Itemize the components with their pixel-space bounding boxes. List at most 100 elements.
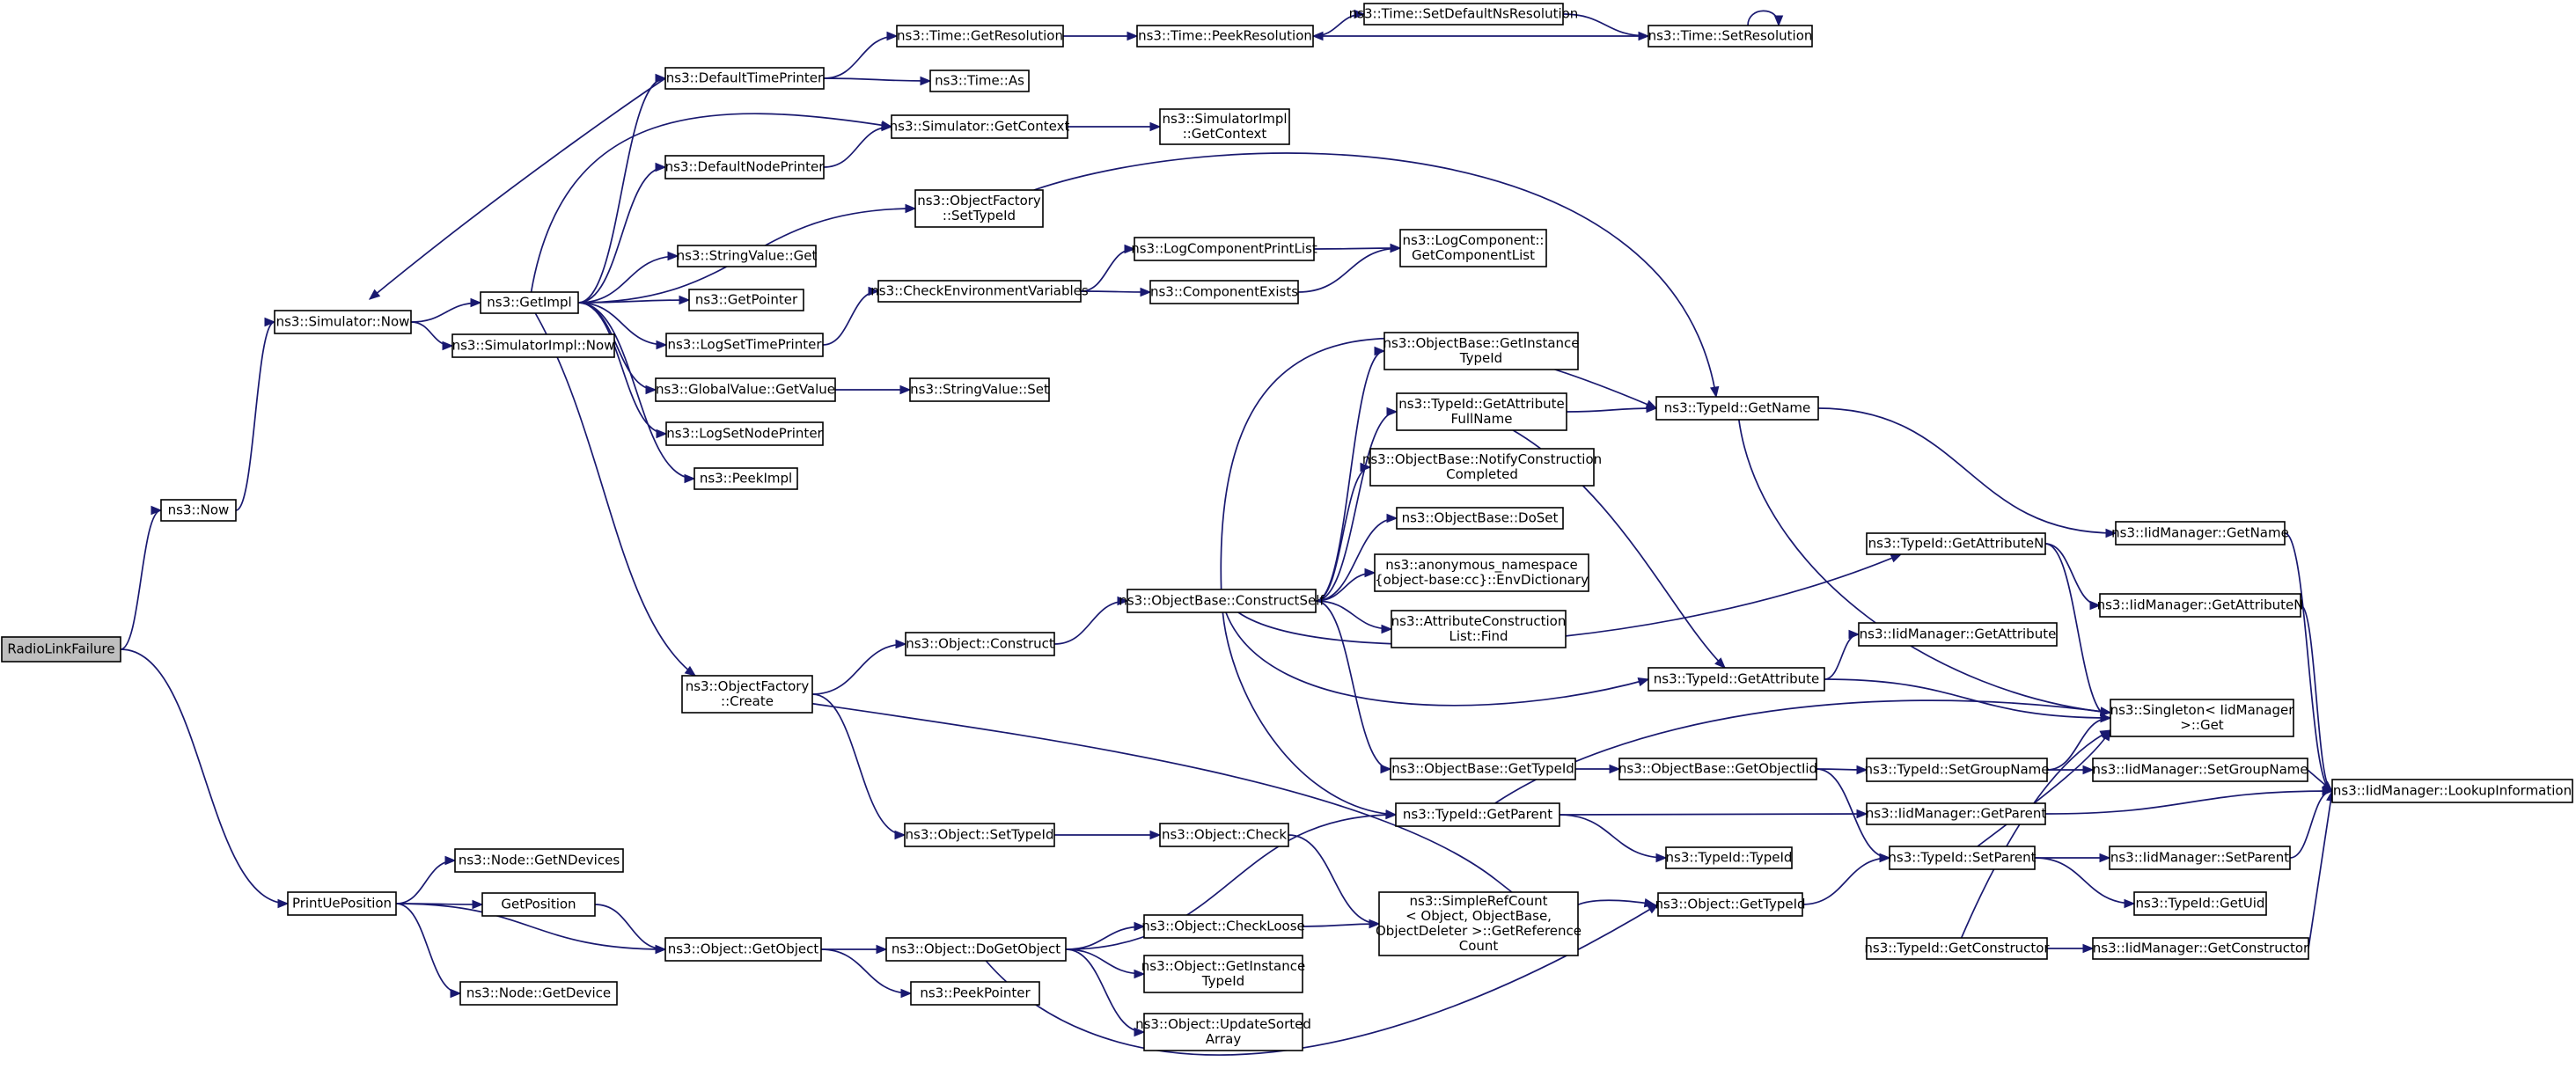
graph-node-iidsetgroupname[interactable]: ns3::IidManager::SetGroupName xyxy=(2092,758,2308,782)
graph-node-logsettimeprinter[interactable]: ns3::LogSetTimePrinter xyxy=(665,333,824,357)
graph-edge-line xyxy=(1817,407,2117,534)
graph-node-singletonget[interactable]: ns3::Singleton< IidManager>::Get xyxy=(2110,699,2295,737)
graph-node-objconstruct[interactable]: ns3::Object::Construct xyxy=(905,632,1055,656)
graph-node-box xyxy=(451,333,615,358)
graph-node-objcheck[interactable]: ns3::Object::Check xyxy=(1159,823,1289,847)
graph-node-simnow[interactable]: ns3::Simulator::Now xyxy=(274,310,412,334)
graph-edge-arrowhead xyxy=(920,76,932,86)
graph-node-objdogetobject[interactable]: ns3::Object::DoGetObject xyxy=(885,937,1067,962)
graph-node-defnodeprinter[interactable]: ns3::DefaultNodePrinter xyxy=(664,155,826,179)
graph-node-simimplgetctx[interactable]: ns3::SimulatorImpl::GetContext xyxy=(1159,108,1290,145)
graph-node-tidgetattribute[interactable]: ns3::TypeId::GetAttribute xyxy=(1648,667,1825,692)
graph-node-logsetnodeprinter[interactable]: ns3::LogSetNodePrinter xyxy=(665,421,824,446)
graph-edge-tidgetattrn-to-iidgetattrn xyxy=(2044,543,2102,611)
graph-node-tidsetparent[interactable]: ns3::TypeId::SetParent xyxy=(1888,846,2037,870)
call-graph-nodes: RadioLinkFailurens3::NowPrintUePositionn… xyxy=(1,3,2573,1051)
graph-node-tidtypeid[interactable]: ns3::TypeId::TypeId xyxy=(1665,846,1793,869)
graph-node-box xyxy=(1655,396,1819,421)
graph-edge-iidgetparent-to-iidlookup xyxy=(2044,786,2334,815)
graph-node-tidgetconstructor[interactable]: ns3::TypeId::GetConstructor xyxy=(1864,937,2050,960)
graph-node-timesetdefns[interactable]: ns3::Time::SetDefaultNsResolution xyxy=(1349,3,1579,26)
graph-node-ofcreate[interactable]: ns3::ObjectFactory::Create xyxy=(681,675,813,714)
graph-node-compexists[interactable]: ns3::ComponentExists xyxy=(1149,280,1299,304)
graph-node-nodegetndevices[interactable]: ns3::Node::GetNDevices xyxy=(454,848,624,873)
graph-node-peekimpl[interactable]: ns3::PeekImpl xyxy=(694,467,798,490)
graph-node-box xyxy=(891,114,1068,139)
graph-node-deftimeprinter[interactable]: ns3::DefaultTimePrinter xyxy=(664,67,825,90)
graph-node-anonenvdict[interactable]: ns3::anonymous_namespace{object-base:cc}… xyxy=(1374,553,1589,592)
graph-node-globalvalueget[interactable]: ns3::GlobalValue::GetValue xyxy=(655,377,836,402)
graph-node-logcompprintlist[interactable]: ns3::LogComponentPrintList xyxy=(1131,237,1317,261)
graph-node-printue[interactable]: PrintUePosition xyxy=(287,891,397,916)
graph-node-label: ns3::ObjectBase::GetInstance xyxy=(1383,335,1580,351)
graph-node-timegetres[interactable]: ns3::Time::GetResolution xyxy=(896,25,1064,48)
graph-node-getimpl[interactable]: ns3::GetImpl xyxy=(480,291,579,314)
graph-node-simgetctx[interactable]: ns3::Simulator::GetContext xyxy=(890,114,1070,139)
graph-edge-arrowhead xyxy=(1856,809,1868,819)
graph-node-box xyxy=(877,280,1082,303)
graph-node-label: ::Create xyxy=(721,693,774,709)
graph-node-iidgetconstructor[interactable]: ns3::IidManager::GetConstructor xyxy=(2092,937,2309,960)
graph-node-logcompgetlist[interactable]: ns3::LogComponent::GetComponentList xyxy=(1399,229,1547,267)
graph-node-iidgetname[interactable]: ns3::IidManager::GetName xyxy=(2111,521,2289,546)
graph-edge-tidgetconstructor-to-singletonget xyxy=(1960,729,2112,939)
graph-edge-arrowhead xyxy=(1134,969,1146,979)
graph-node-iidgetparent[interactable]: ns3::IidManager::GetParent xyxy=(1866,802,2047,825)
graph-node-iidlookup[interactable]: ns3::IidManager::LookupInformation xyxy=(2331,779,2573,803)
graph-node-obgetobjectiid[interactable]: ns3::ObjectBase::GetObjectIid xyxy=(1618,758,1817,780)
graph-edge-arrowhead xyxy=(684,665,697,677)
graph-node-tidgetname[interactable]: ns3::TypeId::GetName xyxy=(1655,396,1819,421)
graph-node-obconstructself[interactable]: ns3::ObjectBase::ConstructSelf xyxy=(1119,589,1325,613)
graph-node-box xyxy=(1618,758,1817,780)
graph-node-iidsetparent[interactable]: ns3::IidManager::SetParent xyxy=(2109,846,2291,870)
graph-node-simimplnow[interactable]: ns3::SimulatorImpl::Now xyxy=(451,333,615,358)
graph-node-nodegetdevice[interactable]: ns3::Node::GetDevice xyxy=(459,981,618,1006)
graph-node-obgettypeid[interactable]: ns3::ObjectBase::GetTypeId xyxy=(1390,758,1576,780)
graph-node-checkenv[interactable]: ns3::CheckEnvironmentVariables xyxy=(870,280,1089,303)
graph-node-iidgetattrn[interactable]: ns3::IidManager::GetAttributeN xyxy=(2097,593,2304,618)
graph-node-box xyxy=(1858,622,2058,647)
graph-edge-arrowhead xyxy=(1390,243,1402,253)
graph-node-ofsettypeid[interactable]: ns3::ObjectFactory::SetTypeId xyxy=(914,189,1044,228)
graph-node-stringvalueget[interactable]: ns3::StringValue::Get xyxy=(677,245,818,267)
graph-node-objgettypeid[interactable]: ns3::Object::GetTypeId xyxy=(1655,892,1806,917)
graph-node-obnotify[interactable]: ns3::ObjectBase::NotifyConstructionCompl… xyxy=(1362,448,1602,487)
graph-edge-getimpl-to-getpointer xyxy=(577,295,691,305)
graph-node-box xyxy=(1136,25,1314,48)
graph-node-objsettypeid[interactable]: ns3::Object::SetTypeId xyxy=(904,823,1055,847)
graph-node-timepeekres[interactable]: ns3::Time::PeekResolution xyxy=(1136,25,1314,48)
graph-node-label: ns3::GetPointer xyxy=(695,292,798,308)
graph-edge-arrowhead xyxy=(1149,830,1162,840)
graph-node-timeas[interactable]: ns3::Time::As xyxy=(929,70,1030,92)
graph-node-box xyxy=(1395,802,1560,827)
graph-node-tidgetuid[interactable]: ns3::TypeId::GetUid xyxy=(2133,891,2267,916)
graph-edge-obconstructself-to-tidgetattribute xyxy=(1225,611,1650,707)
graph-node-peekpointer[interactable]: ns3::PeekPointer xyxy=(910,981,1040,1006)
graph-node-tidsetgroupname[interactable]: ns3::TypeId::SetGroupName xyxy=(1864,758,2050,782)
graph-node-tidgetattrn[interactable]: ns3::TypeId::GetAttributeN xyxy=(1866,532,2046,555)
graph-node-objgetobject[interactable]: ns3::Object::GetObject xyxy=(664,937,822,962)
graph-edge-simnow-to-simimplnow xyxy=(410,321,454,351)
graph-edge-objconstruct-to-obconstructself xyxy=(1053,596,1129,645)
graph-node-iidgetattribute[interactable]: ns3::IidManager::GetAttribute xyxy=(1858,622,2058,647)
graph-node-label: TypeId xyxy=(1459,350,1502,366)
graph-edge-line xyxy=(1824,633,1860,680)
graph-edge-getimpl-to-defnodeprinter xyxy=(577,162,667,304)
graph-node-getposition[interactable]: GetPosition xyxy=(481,892,596,917)
graph-node-objcheckloose[interactable]: ns3::Object::CheckLoose xyxy=(1141,914,1305,939)
graph-edge-objcheckloose-to-simplerefcount xyxy=(1302,919,1381,929)
graph-node-simplerefcount[interactable]: ns3::SimpleRefCount< Object, ObjectBase,… xyxy=(1376,891,1582,956)
graph-node-getpointer[interactable]: ns3::GetPointer xyxy=(688,289,804,311)
graph-node-obdoset[interactable]: ns3::ObjectBase::DoSet xyxy=(1396,507,1564,530)
graph-node-timesetres[interactable]: ns3::Time::SetResolution xyxy=(1648,25,1813,48)
graph-edge-arrowhead xyxy=(1117,596,1129,606)
graph-node-stringvalueset[interactable]: ns3::StringValue::Set xyxy=(909,377,1050,402)
graph-node-now[interactable]: ns3::Now xyxy=(160,499,237,522)
graph-node-tidgetparent[interactable]: ns3::TypeId::GetParent xyxy=(1395,802,1560,827)
graph-node-root[interactable]: RadioLinkFailure xyxy=(1,636,121,663)
